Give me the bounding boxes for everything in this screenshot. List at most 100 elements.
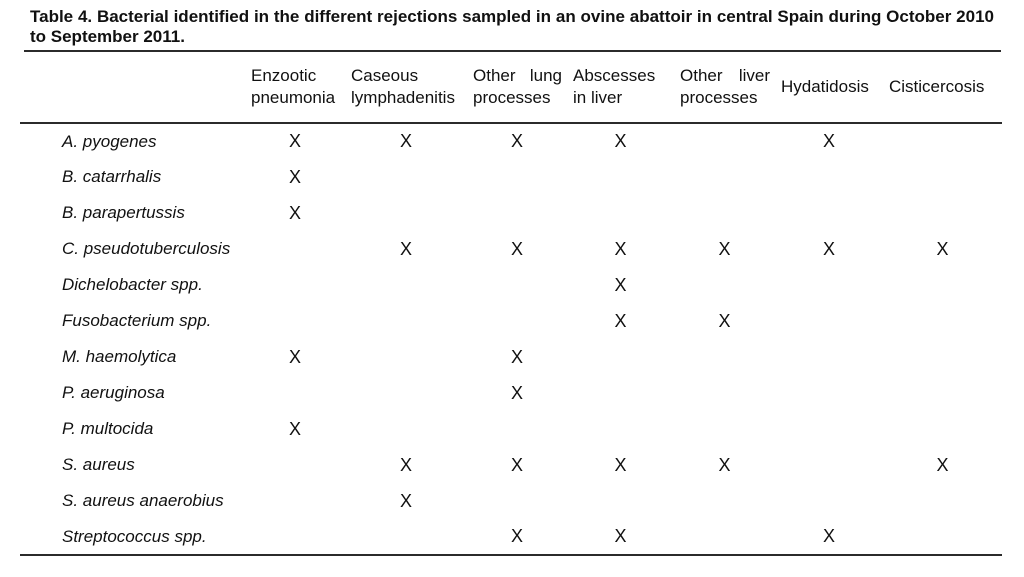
mark-cell-x: X: [614, 310, 627, 331]
mark-cell-x: X: [614, 238, 627, 259]
mark-cell-x: X: [510, 454, 523, 475]
column-header-line1: Other lung: [473, 66, 562, 86]
species-name: C. pseudotuberculosis: [62, 239, 231, 259]
mark-cell-empty: [567, 339, 674, 375]
paper-table-page: Table 4. Bacterial identified in the dif…: [0, 7, 1024, 577]
column-header-line2: processes: [473, 88, 551, 108]
table-caption: Table 4. Bacterial identified in the dif…: [30, 7, 994, 47]
column-header-line2: processes: [680, 88, 758, 108]
mark-cell-empty: [345, 303, 467, 339]
mark-cell-empty: [467, 411, 567, 447]
mark-cell-x: X: [510, 382, 523, 403]
species-name: Streptococcus spp.: [62, 526, 207, 546]
caption-rule: [24, 50, 1001, 53]
species-name: B. catarrhalis: [62, 167, 162, 187]
table-row-dichelobacter-spp: Dichelobacter spp. X: [20, 267, 1002, 303]
column-header-line2: in liver: [573, 88, 623, 108]
mark-cell-x: X: [288, 166, 301, 187]
species-name: S. aureus anaerobius: [62, 491, 224, 511]
mark-cell-empty: [883, 483, 1002, 519]
species-name: B. parapertussis: [62, 203, 185, 223]
mark-cell-x: X: [936, 238, 949, 259]
mark-cell-empty: [245, 447, 345, 483]
species-name: Dichelobacter spp.: [62, 275, 203, 295]
mark-cell-empty: [775, 303, 883, 339]
mark-cell-empty: [245, 267, 345, 303]
table-row-fusobacterium-spp: Fusobacterium spp. X X: [20, 303, 1002, 339]
mark-cell-empty: [775, 159, 883, 195]
mark-cell-empty: [345, 411, 467, 447]
species-column-header: [20, 52, 245, 123]
mark-cell-empty: [345, 519, 467, 555]
column-header-line1: Other liver: [680, 66, 770, 86]
mark-cell-empty: [567, 195, 674, 231]
mark-cell-empty: [775, 195, 883, 231]
mark-cell-empty: [345, 195, 467, 231]
species-name: Fusobacterium spp.: [62, 311, 212, 331]
mark-cell-empty: [345, 375, 467, 411]
mark-cell-empty: [245, 483, 345, 519]
table-row-b-catarrhalis: B. catarrhalis X: [20, 159, 1002, 195]
mark-cell-empty: [883, 339, 1002, 375]
mark-cell-empty: [567, 375, 674, 411]
mark-cell-x: X: [718, 454, 731, 475]
mark-cell-empty: [674, 195, 775, 231]
mark-cell-x: X: [510, 238, 523, 259]
column-header-line2: lymphadenitis: [351, 88, 455, 108]
mark-cell-empty: [674, 123, 775, 159]
species-name: M. haemolytica: [62, 347, 177, 367]
mark-cell-x: X: [718, 310, 731, 331]
mark-cell-empty: [883, 267, 1002, 303]
column-header-line1: Abscesses: [573, 66, 656, 86]
mark-cell-x: X: [288, 346, 301, 367]
mark-cell-empty: [775, 375, 883, 411]
mark-cell-x: X: [614, 131, 627, 152]
mark-cell-x: X: [614, 454, 627, 475]
table-row-p-multocida: P. multocida X: [20, 411, 1002, 447]
mark-cell-x: X: [510, 131, 523, 152]
column-header-line1: Enzootic: [251, 66, 317, 86]
species-name: P. multocida: [62, 419, 154, 439]
mark-cell-empty: [567, 411, 674, 447]
mark-cell-empty: [245, 375, 345, 411]
mark-cell-empty: [883, 123, 1002, 159]
mark-cell-empty: [674, 375, 775, 411]
mark-cell-empty: [674, 483, 775, 519]
mark-cell-empty: [467, 483, 567, 519]
mark-cell-empty: [883, 195, 1002, 231]
mark-cell-empty: [674, 339, 775, 375]
mark-cell-x: X: [288, 418, 301, 439]
mark-cell-empty: [467, 267, 567, 303]
species-name: S. aureus: [62, 455, 135, 475]
mark-cell-x: X: [399, 131, 412, 152]
mark-cell-empty: [674, 519, 775, 555]
mark-cell-x: X: [614, 274, 627, 295]
mark-cell-x: X: [614, 526, 627, 547]
mark-cell-empty: [345, 339, 467, 375]
column-header-line1: Caseous: [351, 66, 419, 86]
mark-cell-empty: [674, 267, 775, 303]
mark-cell-empty: [883, 411, 1002, 447]
mark-cell-empty: [245, 519, 345, 555]
mark-cell-empty: [883, 159, 1002, 195]
mark-cell-x: X: [822, 526, 835, 547]
column-header-line2: pneumonia: [251, 88, 336, 108]
mark-cell-x: X: [288, 202, 301, 223]
mark-cell-empty: [674, 159, 775, 195]
mark-cell-empty: [245, 303, 345, 339]
mark-cell-empty: [775, 411, 883, 447]
mark-cell-empty: [567, 159, 674, 195]
